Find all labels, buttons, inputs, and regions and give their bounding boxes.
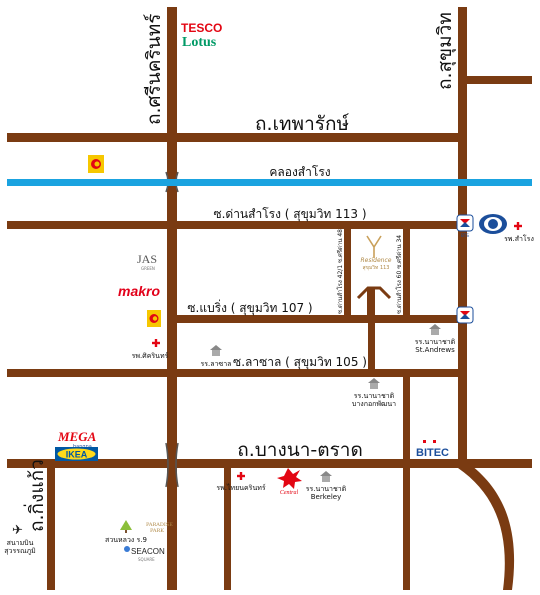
- school-standrews-label-th: รร.นานาชาติ: [415, 338, 456, 346]
- canal-samrong: [7, 179, 532, 186]
- road-sukhumvit-curve: [458, 462, 515, 590]
- road-south-connector: [224, 467, 231, 590]
- hospital-icon: [514, 222, 522, 230]
- canal-label: คลองสำโรง: [269, 165, 330, 179]
- school-lasalle: รร.ลาซาล: [201, 345, 232, 368]
- school-bangkokpattana-label-2: บางกอกพัฒนา: [352, 400, 396, 408]
- seacon-icon: [124, 546, 130, 552]
- road-theparak: [7, 133, 467, 142]
- paradise-text-2: PARK: [150, 528, 164, 534]
- road-soi-baeng: [172, 315, 462, 323]
- school-icon: [320, 471, 332, 482]
- mega-bangna-logo: MEGA bangna: [57, 429, 97, 450]
- road-sukhumvit: [458, 7, 467, 462]
- road-kingkaew: [47, 467, 55, 590]
- bts-icon: BTS: [456, 214, 474, 238]
- label-soi-lasalle: ซ.ลาซาล ( สุขุมวิท 105 ): [233, 355, 367, 370]
- bigc-icon: [147, 310, 161, 327]
- label-kingkaew: ถ.กิ่งแก้ว: [23, 459, 48, 532]
- airport-label-2: สุวรรณภูมิ: [4, 547, 35, 555]
- school-icon: [368, 378, 380, 389]
- bitec-logo: BITEC: [416, 440, 449, 459]
- school-bangkokpattana: รร.นานาชาติ บางกอกพัฒนา: [352, 378, 396, 408]
- tree-icon: [120, 520, 132, 533]
- hospital-samrong: รพ.สำโรง: [504, 222, 534, 243]
- hospital-thaiwarin: รพ.ไทยนครินทร์: [216, 472, 266, 492]
- hospital-icon: [151, 338, 161, 348]
- tesco-text: TESCO: [181, 21, 222, 35]
- jas-text: JAS: [137, 252, 157, 266]
- road-bangna-trad: [7, 459, 532, 468]
- bitec-text: BITEC: [416, 447, 449, 459]
- road-soi-lasalle: [7, 369, 462, 377]
- label-theparak: ถ.เทพารักษ์: [255, 113, 349, 135]
- park-suanluang: สวนหลวง ร.9: [105, 520, 147, 544]
- road-soi-48: [344, 229, 351, 319]
- mega-text: MEGA: [57, 429, 97, 444]
- residence-sub: สุขุมวิท 113: [362, 264, 389, 271]
- label-soi-samrong: ซ.ด่านสำโรง ( สุขุมวิท 113 ): [213, 207, 366, 222]
- road-soi-34: [403, 229, 410, 319]
- bigc-icon: [88, 155, 104, 173]
- residence-marker: Residence สุขุมวิท 113: [356, 235, 392, 318]
- seacon-logo: SEACON SQUARE: [124, 546, 165, 562]
- airport-marker: ✈ สนามบิน สุวรรณภูมิ: [4, 523, 35, 555]
- lotus-text: Lotus: [182, 35, 217, 50]
- label-sukhumvit: ถ.สุขุมวิท: [434, 12, 457, 90]
- bridge-bangna: [165, 442, 179, 488]
- school-icon: [210, 345, 222, 356]
- bts-label: BTS: [461, 233, 469, 238]
- school-berkeley-label-en: Berkeley: [311, 493, 342, 501]
- road-sukhumvit-branch: [458, 76, 532, 84]
- airport-label-1: สนามบิน: [7, 539, 34, 547]
- paradise-park-logo: PARADISE PARK: [146, 522, 173, 534]
- school-lasalle-label: รร.ลาซาล: [201, 360, 232, 368]
- hospital-srinakarin-label: รพ.ศิครินทร์: [132, 352, 169, 360]
- road-srinakarin: [167, 7, 177, 590]
- makro-logo: makro: [118, 283, 160, 299]
- imperial-logo-icon: [479, 214, 507, 234]
- school-icon: [429, 324, 441, 335]
- label-srinakarin: ถ.ศรีนครินทร์: [143, 14, 165, 125]
- hospital-samrong-label: รพ.สำโรง: [504, 234, 534, 243]
- bts-icon: [456, 306, 474, 324]
- jas-sub-text: GREEN: [141, 266, 155, 271]
- label-soi-34: ซ.ด่านสำโรง 60 ซ.ศรีด่าน 34: [395, 235, 403, 314]
- hospital-srinakarin: รพ.ศิครินทร์: [132, 338, 169, 360]
- school-berkeley: รร.นานาชาติ Berkeley: [306, 471, 347, 501]
- park-suanluang-label: สวนหลวง ร.9: [105, 536, 147, 544]
- seacon-text: SEACON: [131, 547, 165, 556]
- road-soi-bitec: [403, 376, 410, 462]
- airplane-icon: ✈: [12, 523, 23, 538]
- residence-name: Residence: [361, 257, 392, 264]
- road-bitec-south: [403, 467, 410, 590]
- ikea-text: IKEA: [66, 450, 88, 460]
- school-standrews: รร.นานาชาติ St.Andrews: [415, 324, 456, 354]
- seacon-sub-text: SQUARE: [138, 557, 155, 562]
- central-text: Central: [280, 490, 299, 496]
- jas-logo: JAS GREEN: [137, 252, 157, 271]
- label-soi-baeng: ซ.แบริ่ง ( สุขุมวิท 107 ): [187, 299, 312, 316]
- school-bangkokpattana-label-1: รร.นานาชาติ: [354, 392, 395, 400]
- label-soi-48: ซ.ด่านสำโรง 42/1 ซ.ศรีด่าน 48: [336, 229, 344, 314]
- residence-y-icon: [366, 235, 382, 258]
- road-soi-lasalle-connector: [368, 321, 375, 373]
- paradise-text-1: PARADISE: [146, 522, 173, 528]
- hospital-thaiwarin-label: รพ.ไทยนครินทร์: [216, 483, 265, 492]
- tesco-lotus-logo: TESCO Lotus: [181, 21, 222, 50]
- ikea-logo: IKEA: [55, 447, 98, 461]
- road-soi-samrong: [7, 221, 467, 229]
- label-bangna-trad: ถ.บางนา-ตราด: [237, 439, 363, 461]
- hospital-icon: [237, 472, 245, 480]
- central-logo: Central: [277, 468, 302, 496]
- school-standrews-label-en: St.Andrews: [415, 346, 455, 354]
- school-berkeley-label-th: รร.นานาชาติ: [306, 485, 347, 493]
